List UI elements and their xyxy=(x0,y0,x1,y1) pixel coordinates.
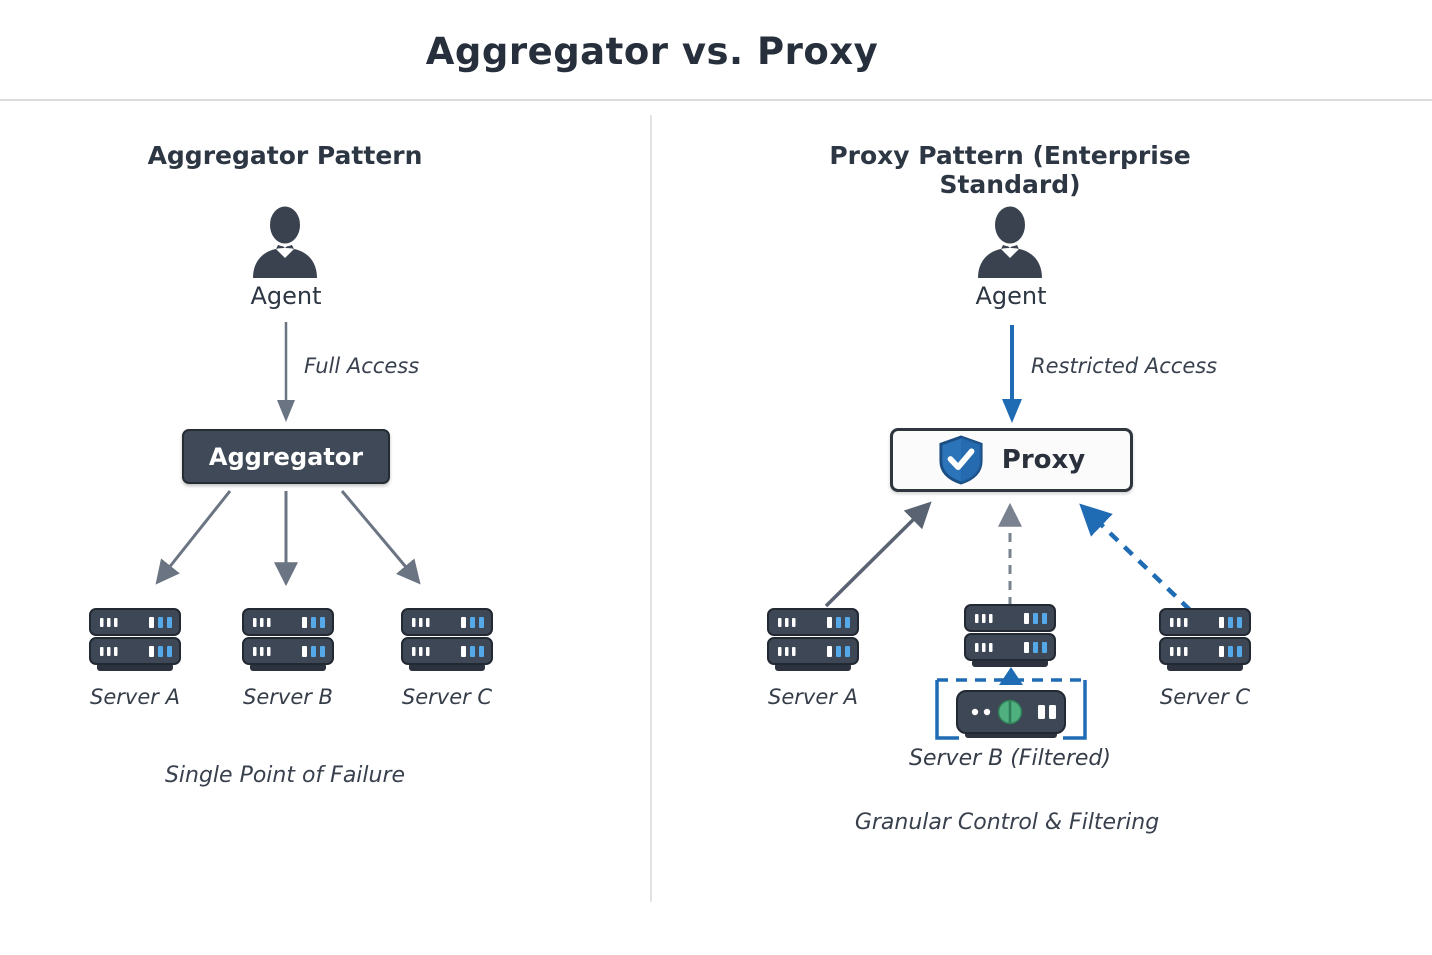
full-access-arrow xyxy=(274,322,298,424)
proxy-panel-heading: Proxy Pattern (Enterprise Standard) xyxy=(829,141,1191,199)
server-b-label: Server B xyxy=(243,685,333,709)
proxy-converge-arrows xyxy=(818,498,1210,614)
server-c-label: Server C xyxy=(1159,685,1251,709)
shield-check-icon xyxy=(938,435,984,485)
filtered-server-icon xyxy=(953,688,1069,740)
page-title: Aggregator vs. Proxy xyxy=(425,30,879,73)
proxy-box: Proxy xyxy=(890,428,1133,492)
aggregator-panel-heading: Aggregator Pattern xyxy=(147,141,423,170)
server-a-label: Server A xyxy=(90,685,180,709)
server-c-icon xyxy=(1157,607,1253,673)
server-a-icon xyxy=(765,607,861,673)
proxy-caption: Granular Control & Filtering xyxy=(854,810,1160,835)
server-a-icon xyxy=(87,607,183,673)
top-divider xyxy=(0,99,1432,101)
server-b-icon xyxy=(962,603,1058,669)
server-c-icon xyxy=(399,607,495,673)
full-access-label: Full Access xyxy=(304,354,420,378)
agent-icon xyxy=(247,202,323,280)
filter-bracket xyxy=(925,666,1097,746)
agent-label: Agent xyxy=(250,282,322,310)
agent-label: Agent xyxy=(975,282,1047,310)
restricted-access-label: Restricted Access xyxy=(1031,354,1218,378)
agent-icon xyxy=(972,202,1048,280)
restricted-access-arrow xyxy=(999,325,1025,425)
aggregator-box-label: Aggregator xyxy=(208,442,364,471)
server-c-label: Server C xyxy=(401,685,493,709)
proxy-box-label: Proxy xyxy=(1001,445,1086,475)
aggregator-fanout-arrows xyxy=(128,487,444,597)
center-divider xyxy=(650,115,652,902)
aggregator-caption: Single Point of Failure xyxy=(164,763,406,788)
server-b-icon xyxy=(240,607,336,673)
server-b-filtered-label: Server B (Filtered) xyxy=(909,746,1111,771)
aggregator-box: Aggregator xyxy=(182,429,390,484)
server-a-label: Server A xyxy=(768,685,858,709)
